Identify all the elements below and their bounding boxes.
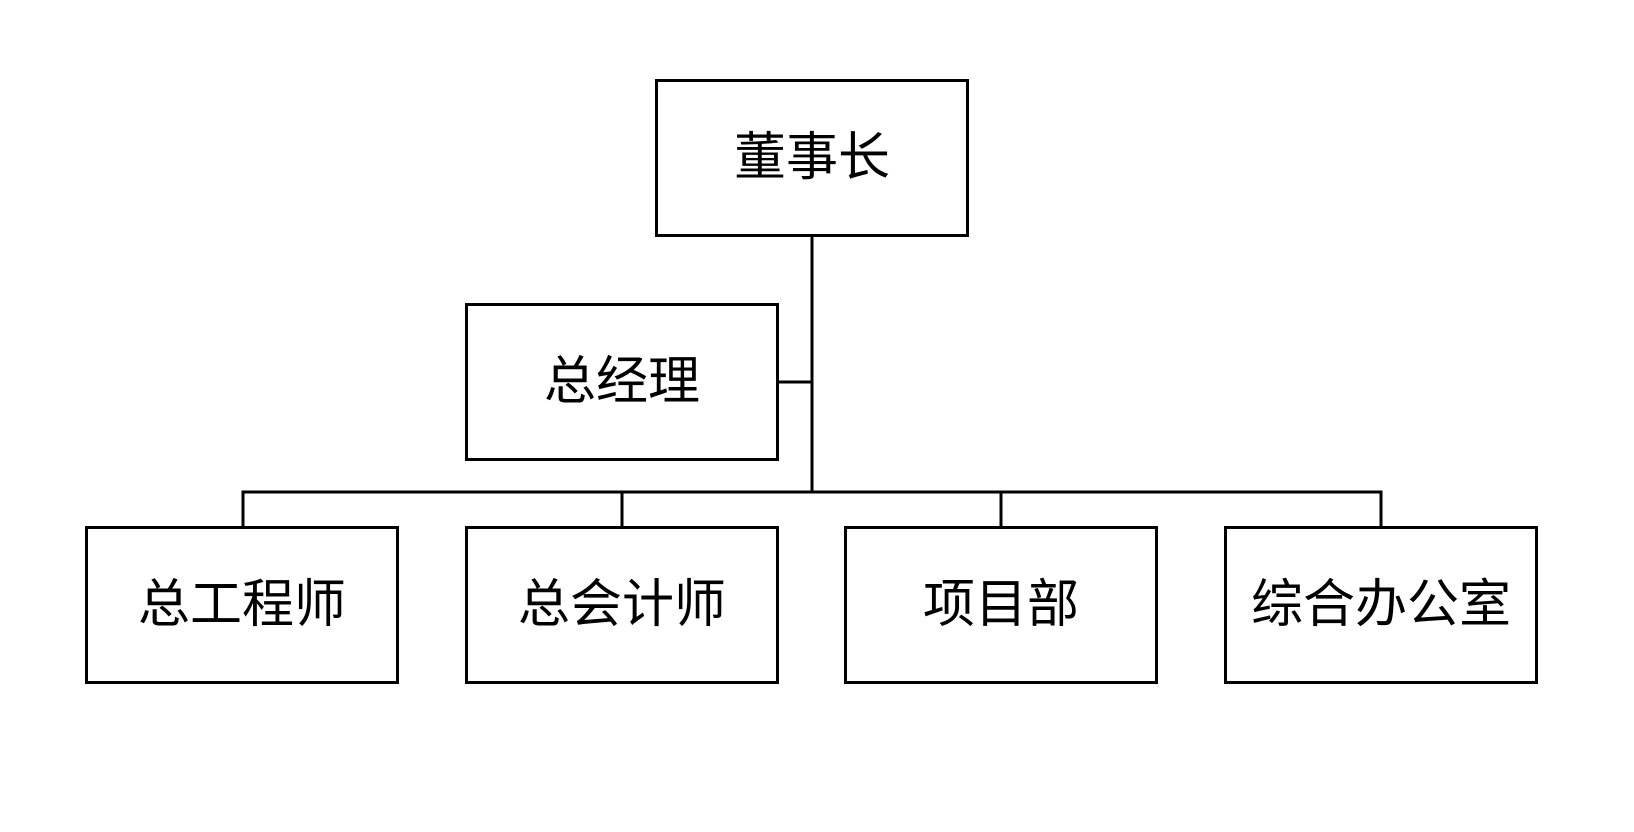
- general-office-label: 综合办公室: [1250, 575, 1511, 635]
- general-manager-label: 总经理: [543, 352, 700, 412]
- chairman-box: 董事长: [655, 79, 969, 237]
- general-manager-box: 总经理: [465, 303, 779, 461]
- general-office-box: 综合办公室: [1224, 526, 1538, 684]
- chief-engineer-box: 总工程师: [85, 526, 399, 684]
- chairman-label: 董事长: [733, 128, 890, 188]
- chief-engineer-label: 总工程师: [137, 575, 346, 635]
- chief-accountant-label: 总会计师: [517, 575, 726, 635]
- project-dept-box: 项目部: [844, 526, 1158, 684]
- project-dept-label: 项目部: [922, 575, 1079, 635]
- chief-accountant-box: 总会计师: [465, 526, 779, 684]
